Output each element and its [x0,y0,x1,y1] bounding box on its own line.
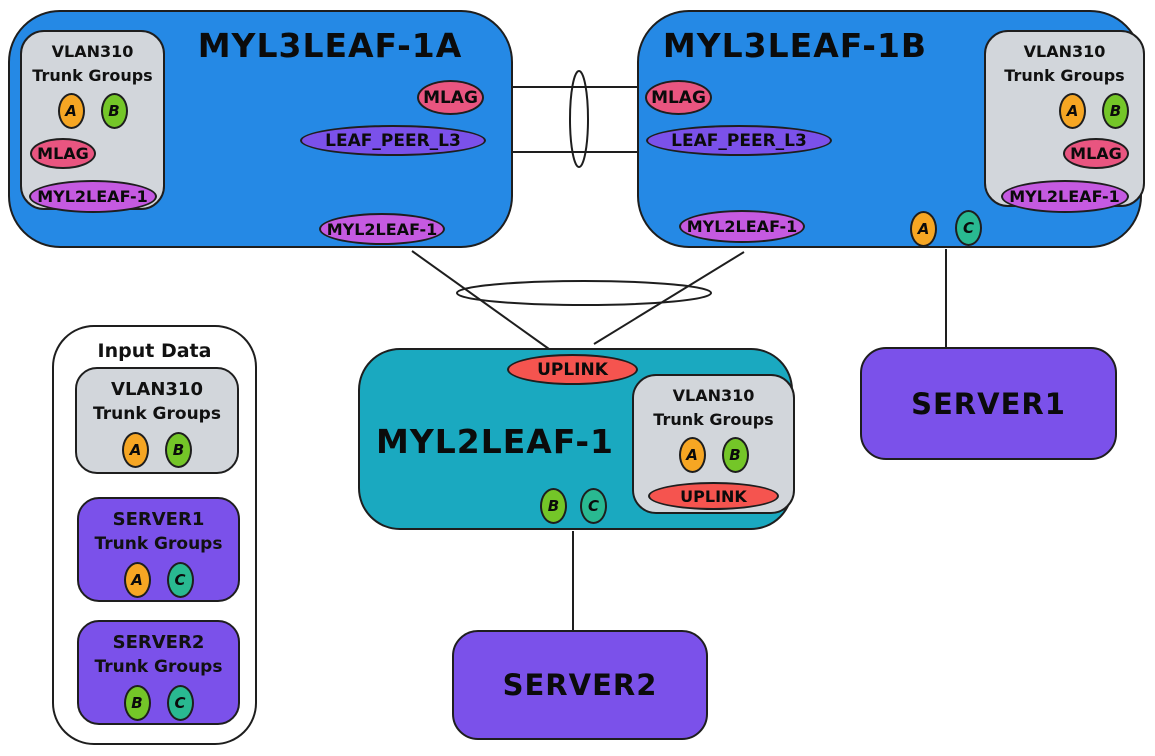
trunk-group-b-badge: B [1102,93,1129,129]
node-myl2leaf-1: MYL2LEAF-1 UPLINK VLAN310 Trunk Groups A… [358,348,795,530]
myl2leaf-pill: MYL2LEAF-1 [28,180,157,213]
card-subtitle: Trunk Groups [93,404,221,424]
vlan310-panel-leaf2: VLAN310 Trunk Groups A B UPLINK [632,374,795,514]
server2-trunk-c-badge: C [580,488,607,524]
node-title-server1: SERVER1 [911,386,1066,421]
trunk-groups-label: Trunk Groups [653,410,774,429]
vlan-label: VLAN310 [1023,42,1106,61]
card-badge-row: B C [79,685,238,721]
server2-trunk-b-badge: B [540,488,567,524]
uplink-pill: UPLINK [648,482,779,510]
card-badge-row: A C [79,562,238,598]
uplink-pill-row: UPLINK [634,482,793,510]
input-card-server2: SERVER2 Trunk Groups B C [77,620,240,725]
trunk-badge-row: A B [22,93,163,129]
mlag-port-pill: MLAG [417,80,484,115]
card-subtitle: Trunk Groups [94,534,223,554]
node-server1: SERVER1 [860,347,1117,460]
input-data-panel: Input Data VLAN310 Trunk Groups A B SERV… [52,325,257,745]
myl2leaf-pill-row: MYL2LEAF-1 [22,180,163,213]
trunk-group-b-badge: B [721,437,749,473]
server1-trunk-c-badge: C [955,210,982,246]
card-title: SERVER2 [112,632,205,653]
leaf-peer-l3-pill: LEAF_PEER_L3 [646,125,832,156]
trunk-groups-label: Trunk Groups [32,66,153,85]
downlink-from-leaf1b [593,251,745,345]
mlag-pill-row: MLAG [986,138,1143,169]
myl2leaf-port-pill: MYL2LEAF-1 [319,213,445,245]
trunk-badge-row: A B [634,437,793,473]
mlag-pill-row: MLAG [22,138,163,169]
trunk-group-b-badge: B [123,685,151,721]
trunk-group-c-badge: C [166,685,194,721]
card-badge-row: A B [77,432,237,468]
trunk-groups-label: Trunk Groups [1004,66,1125,85]
node-server2: SERVER2 [452,630,708,740]
card-title: SERVER1 [112,509,205,530]
trunk-group-a-badge: A [123,562,151,598]
server1-trunk-a-badge: A [910,211,937,247]
myl2leaf-pill-row: MYL2LEAF-1 [986,180,1143,213]
node-myl3leaf-1b: MYL3LEAF-1B MLAG LEAF_PEER_L3 MYL2LEAF-1… [637,10,1145,248]
node-title-server2: SERVER2 [502,668,658,702]
myl2leaf-pill: MYL2LEAF-1 [1000,180,1129,213]
node-title-myl2leaf-1: MYL2LEAF-1 [375,422,615,461]
node-title-myl3leaf-1a: MYL3LEAF-1A [197,26,463,65]
trunk-group-a-badge: A [1059,93,1086,129]
card-subtitle: Trunk Groups [94,657,223,677]
trunk-group-b-badge: B [100,93,128,129]
uplink-port-pill: UPLINK [507,354,638,385]
card-title: VLAN310 [111,379,203,400]
trunk-badge-row: A B [986,93,1143,129]
trunk-group-a-badge: A [678,437,706,473]
node-myl3leaf-1a: MYL3LEAF-1A VLAN310 Trunk Groups A B MLA… [8,10,513,248]
vlan-label: VLAN310 [51,42,134,61]
node-title-myl3leaf-1b: MYL3LEAF-1B [662,26,928,65]
leaf-peer-l3-pill: LEAF_PEER_L3 [300,125,486,156]
trunk-group-a-badge: A [122,432,149,468]
downlink-lag-ellipse [456,280,712,306]
mlag-pill: MLAG [1063,138,1129,169]
trunk-group-b-badge: B [165,432,192,468]
vlan-label: VLAN310 [672,386,755,405]
input-data-title: Input Data [97,340,212,362]
peer-link-lag-ellipse [569,70,589,168]
mlag-pill: MLAG [30,138,96,169]
vlan310-panel-leaf1b: VLAN310 Trunk Groups A B MLAG MYL2LEAF-1 [984,30,1145,213]
mlag-port-pill: MLAG [645,80,712,115]
trunk-group-a-badge: A [57,93,85,129]
input-card-server1: SERVER1 Trunk Groups A C [77,497,240,602]
input-card-vlan310: VLAN310 Trunk Groups A B [75,367,239,474]
vlan310-panel-leaf1a: VLAN310 Trunk Groups A B MLAG MYL2LEAF-1 [20,30,165,213]
trunk-group-c-badge: C [166,562,194,598]
myl2leaf-port-pill: MYL2LEAF-1 [679,210,805,243]
